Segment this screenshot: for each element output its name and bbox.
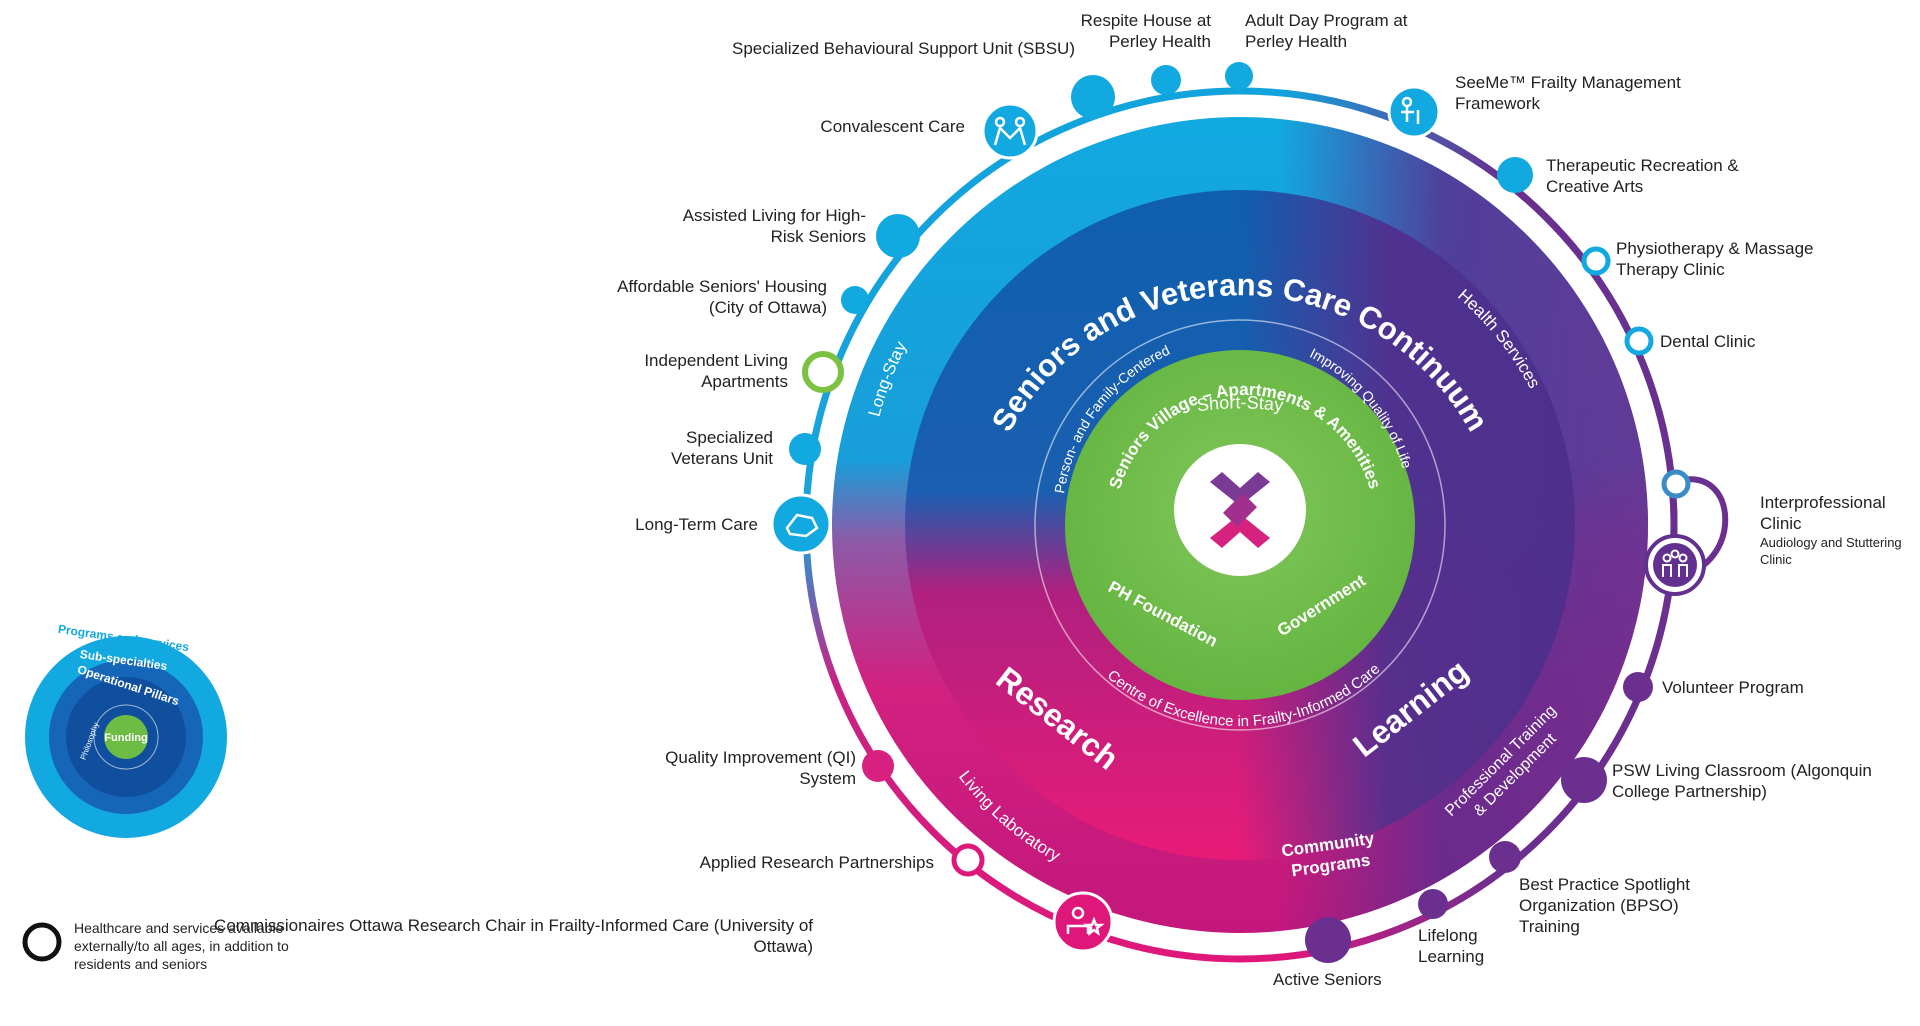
label-active-seniors: Active Seniors xyxy=(1273,970,1382,989)
node-active-seniors[interactable] xyxy=(1305,917,1351,963)
node-volunteer-program[interactable] xyxy=(1623,672,1653,702)
node-quality-improvement[interactable] xyxy=(862,750,894,782)
node-interprofessional-top[interactable] xyxy=(1661,469,1691,499)
label-bpso-training: Best Practice Spotlight Organization (BP… xyxy=(1519,875,1691,936)
label-quality-improvement: Quality Improvement (QI) System xyxy=(665,748,856,788)
label-applied-research: Applied Research Partnerships xyxy=(699,853,934,872)
label-dental-clinic: Dental Clinic xyxy=(1660,332,1756,351)
philosophy-ring xyxy=(1034,319,1446,731)
label-respite-house: Respite House at Perley Health xyxy=(1080,11,1211,51)
node-veterans-unit[interactable] xyxy=(789,433,821,465)
node-research-chair[interactable] xyxy=(1052,891,1114,953)
label-convalescent-care: Convalescent Care xyxy=(820,117,965,136)
label-seeme: SeeMe™ Frailty Management Framework xyxy=(1455,73,1681,113)
people-group-icon xyxy=(1662,549,1688,577)
label-psw-living-classroom: PSW Living Classroom (Algonquin College … xyxy=(1612,761,1872,801)
scholar-icon xyxy=(1066,906,1105,936)
label-physiotherapy: Physiotherapy & Massage Therapy Clinic xyxy=(1616,239,1814,279)
node-assisted-living[interactable] xyxy=(876,214,920,258)
rehab-icon xyxy=(993,116,1027,146)
node-physiotherapy[interactable] xyxy=(1581,246,1611,276)
label-therapeutic-recreation: Therapeutic Recreation & Creative Arts xyxy=(1546,156,1739,196)
short-stay-label: Short-Stay xyxy=(1196,392,1285,415)
node-sbsu[interactable] xyxy=(1071,75,1115,119)
layer-legend: Programs and services Sub-specialties Op… xyxy=(25,622,227,838)
perley-logo xyxy=(1210,472,1270,548)
label-research-chair: Commissionaires Ottawa Research Chair in… xyxy=(214,916,813,956)
legend-funding-disc xyxy=(104,715,148,759)
label-interprofessional-clinic-title: Interprofessional Clinic xyxy=(1760,493,1886,533)
node-long-term-care[interactable] xyxy=(770,493,832,555)
node-respite-house[interactable] xyxy=(1151,65,1181,95)
node-independent-living[interactable] xyxy=(802,351,844,393)
legend-philosophy-ring xyxy=(93,704,159,770)
care-hands-icon xyxy=(785,513,819,538)
external-services-legend-icon xyxy=(22,922,62,962)
label-adult-day: Adult Day Program at Perley Health xyxy=(1245,11,1408,51)
label-independent-living: Independent Living Apartments xyxy=(644,351,788,391)
label-interprofessional-clinic-sub: Audiology and Stuttering Clinic xyxy=(1760,535,1902,567)
label-interprofessional-clinic: Interprofessional Clinic Audiology and S… xyxy=(1760,492,1910,568)
node-affordable-housing[interactable] xyxy=(841,286,869,314)
node-adult-day[interactable] xyxy=(1225,62,1253,90)
label-long-term-care: Long-Term Care xyxy=(635,515,758,534)
node-lifelong-learning[interactable] xyxy=(1418,889,1448,919)
label-affordable-housing: Affordable Seniors' Housing (City of Ott… xyxy=(617,277,827,317)
node-dental-clinic[interactable] xyxy=(1624,326,1654,356)
label-lifelong-learning: Lifelong Learning xyxy=(1418,926,1485,966)
node-psw-living-classroom[interactable] xyxy=(1561,757,1607,803)
label-volunteer-program: Volunteer Program xyxy=(1662,678,1804,697)
node-convalescent-care[interactable] xyxy=(981,102,1039,160)
node-applied-research[interactable] xyxy=(951,843,985,877)
legend-funding-label: Funding xyxy=(104,732,147,744)
label-veterans-unit: Specialized Veterans Unit xyxy=(670,428,773,468)
node-bpso-training[interactable] xyxy=(1489,841,1521,873)
external-services-legend-text: Healthcare and services available extern… xyxy=(74,920,289,972)
label-assisted-living: Assisted Living for High-Risk Seniors xyxy=(682,206,866,246)
seeme-icon xyxy=(1401,96,1420,124)
node-therapeutic-recreation[interactable] xyxy=(1497,157,1533,193)
ring-nodes xyxy=(770,62,1706,963)
label-sbsu: Specialized Behavioural Support Unit (SB… xyxy=(731,39,1075,58)
